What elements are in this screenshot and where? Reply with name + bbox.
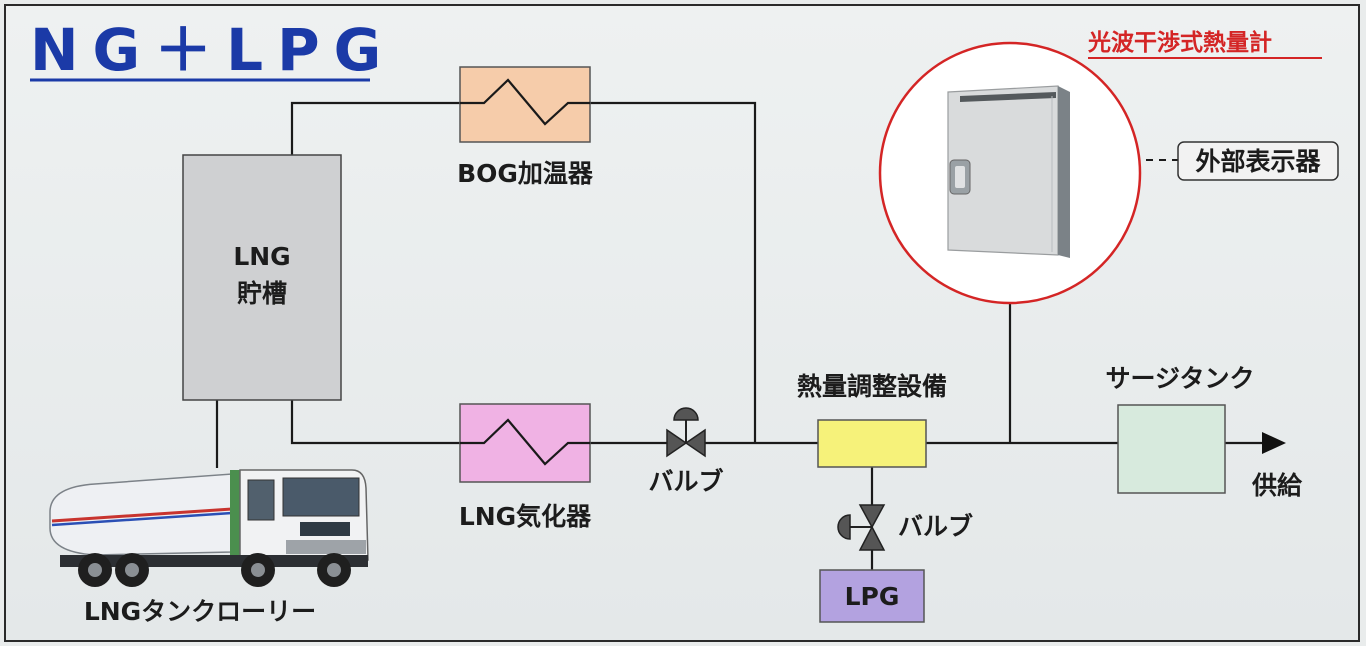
valve-main-label: バルブ [648, 467, 723, 496]
pipe-tank-to-vaporizer [290, 400, 460, 445]
valve-icon [666, 407, 706, 458]
external-display-label: 外部表示器 [1195, 147, 1321, 176]
bog-heater [459, 66, 591, 143]
external-display-box [1177, 141, 1339, 181]
arrow-right-icon [1262, 432, 1286, 454]
pipe-bog-to-junction [590, 101, 757, 443]
vaporizer-label: LNG気化器 [459, 502, 592, 531]
pipe-tank-to-bog [290, 101, 460, 155]
lpg-tank [819, 569, 925, 623]
heat-exchanger-icon [460, 78, 590, 126]
lng-vaporizer [459, 403, 591, 483]
heat-exchanger-icon [460, 418, 590, 466]
surge-tank-label: サージタンク [1105, 364, 1254, 393]
calorie-unit-label: 熱量調整設備 [797, 372, 947, 401]
calorimeter-cabinet-icon [947, 85, 1070, 258]
lng-tank-label-line2: 貯槽 [237, 279, 287, 308]
tank-lorry-label: LNGタンクローリー [84, 597, 316, 626]
lpg-label: LPG [845, 582, 900, 611]
calorie-adjust-unit [817, 419, 927, 468]
surge-tank [1117, 404, 1226, 494]
valve-lpg-label: バルブ [898, 512, 973, 541]
lng-tank [182, 154, 342, 401]
bog-heater-label: BOG加温器 [457, 159, 594, 188]
diagram-title: NG＋LPG [30, 16, 395, 84]
valve-icon [837, 504, 886, 551]
lng-tank-label-line1: LNG [233, 242, 290, 271]
meter-title: 光波干渉式熱量計 [1087, 29, 1272, 56]
supply-label: 供給 [1251, 471, 1303, 500]
tank-lorry-icon [49, 469, 369, 587]
